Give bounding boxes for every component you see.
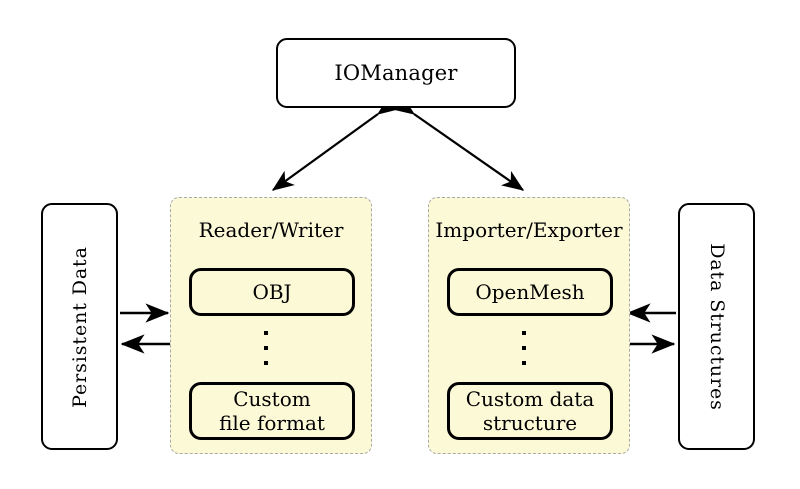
- item-openmesh-label: OpenMesh: [475, 279, 585, 304]
- node-data-structures[interactable]: Data Structures: [678, 203, 755, 450]
- node-persistent-data-label: Persistent Data: [68, 245, 91, 408]
- panel-importer-exporter-title: Importer/Exporter: [435, 218, 623, 242]
- item-obj[interactable]: OBJ: [189, 268, 355, 316]
- item-custom-file-format-label: Custom file format: [219, 386, 325, 435]
- item-obj-label: OBJ: [252, 279, 292, 304]
- node-iomanager-label: IOManager: [334, 61, 458, 85]
- ellipsis-reader-writer: [264, 331, 268, 365]
- panel-importer-exporter[interactable]: Importer/Exporter OpenMesh Custom data s…: [428, 197, 630, 454]
- node-persistent-data[interactable]: Persistent Data: [41, 203, 118, 450]
- item-openmesh[interactable]: OpenMesh: [447, 268, 613, 316]
- panel-reader-writer[interactable]: Reader/Writer OBJ Custom file format: [170, 197, 372, 454]
- connector-manager-importer-exporter: [392, 94, 525, 191]
- item-custom-data-structure[interactable]: Custom data structure: [447, 382, 613, 440]
- panel-reader-writer-title: Reader/Writer: [198, 218, 344, 242]
- node-iomanager[interactable]: IOManager: [276, 38, 516, 108]
- connector-manager-reader-writer: [271, 94, 400, 191]
- node-data-structures-label: Data Structures: [705, 242, 728, 411]
- item-custom-file-format[interactable]: Custom file format: [189, 382, 355, 440]
- item-custom-data-structure-label: Custom data structure: [465, 386, 595, 435]
- ellipsis-importer-exporter: [522, 331, 526, 365]
